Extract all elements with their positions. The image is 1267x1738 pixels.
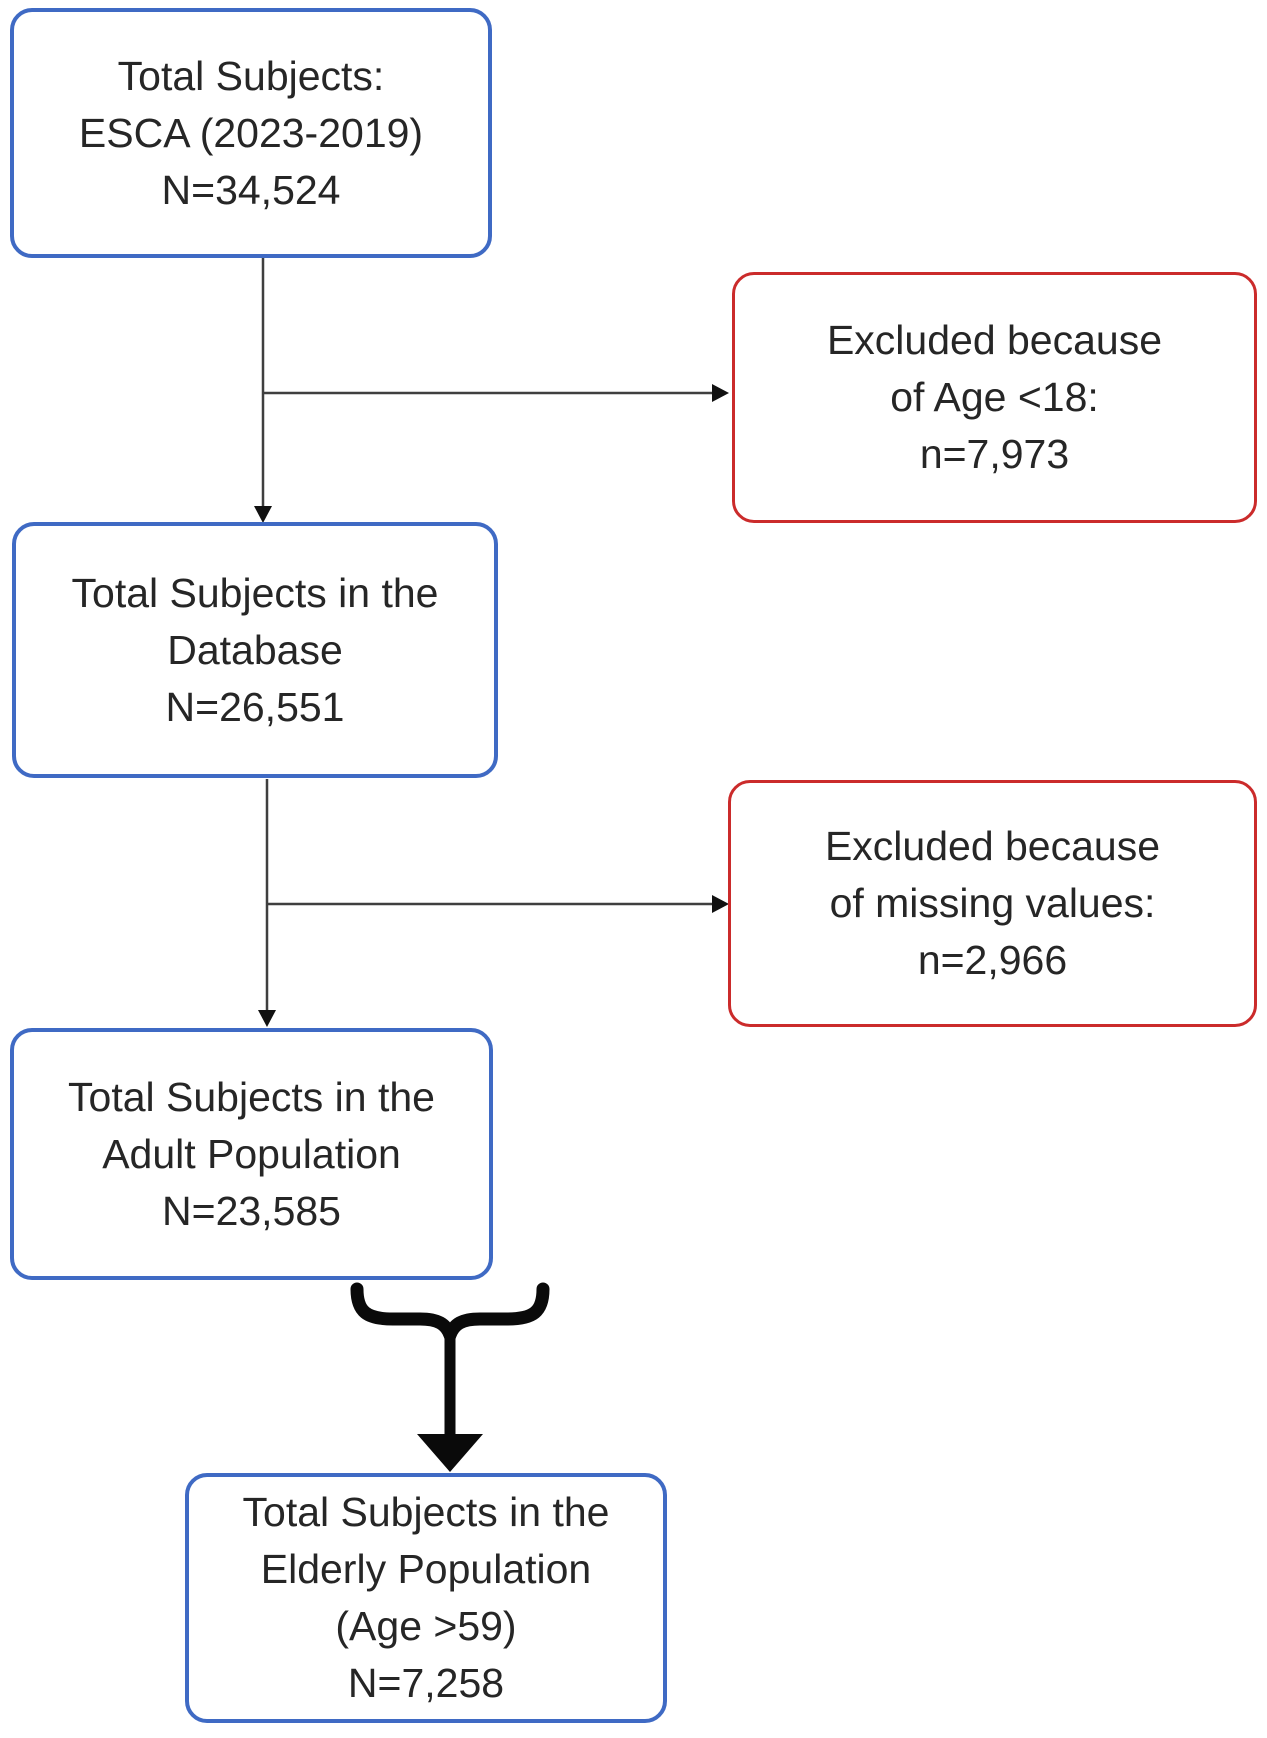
box-line: Adult Population	[102, 1130, 401, 1177]
box-count: N=7,258	[347, 1660, 505, 1706]
flow-box-database: Total Subjects in the Database N=26,551	[12, 522, 498, 778]
box-line: of missing values:	[829, 880, 1156, 926]
box-line: of Age <18:	[890, 374, 1099, 420]
arrowhead-down-icon	[254, 506, 272, 523]
flow-box-adult-population: Total Subjects in the Adult Population N…	[10, 1028, 493, 1280]
box-line: Database	[167, 626, 343, 673]
box-line: Elderly Population	[260, 1546, 592, 1592]
flow-box-total-subjects: Total Subjects: ESCA (2023-2019) N=34,52…	[10, 8, 492, 258]
box-count: n=7,973	[919, 431, 1070, 477]
box-line: ESCA (2023-2019)	[78, 109, 424, 156]
flow-box-excluded-age: Excluded because of Age <18: n=7,973	[732, 272, 1257, 523]
box-line: Total Subjects in the	[68, 1073, 435, 1120]
flow-box-elderly-population: Total Subjects in the Elderly Population…	[185, 1473, 667, 1723]
box-count: N=23,585	[162, 1187, 341, 1234]
arrowhead-right-icon	[712, 384, 729, 402]
box-count: N=26,551	[165, 683, 345, 730]
arrowhead-right-icon	[712, 895, 729, 913]
box-count: N=34,524	[161, 166, 341, 213]
box-line: (Age >59)	[335, 1603, 517, 1649]
curly-brace-icon	[350, 1282, 550, 1354]
box-line: Total Subjects in the	[242, 1489, 610, 1535]
flow-box-excluded-missing-values: Excluded because of missing values: n=2,…	[728, 780, 1257, 1027]
box-line: Excluded because	[824, 823, 1161, 869]
box-line: Excluded because	[826, 317, 1163, 363]
box-line: Total Subjects:	[117, 52, 385, 99]
thick-arrowhead-down-icon	[417, 1434, 483, 1472]
box-count: n=2,966	[917, 937, 1068, 983]
box-line: Total Subjects in the	[71, 569, 439, 616]
arrowhead-down-icon	[258, 1010, 276, 1027]
